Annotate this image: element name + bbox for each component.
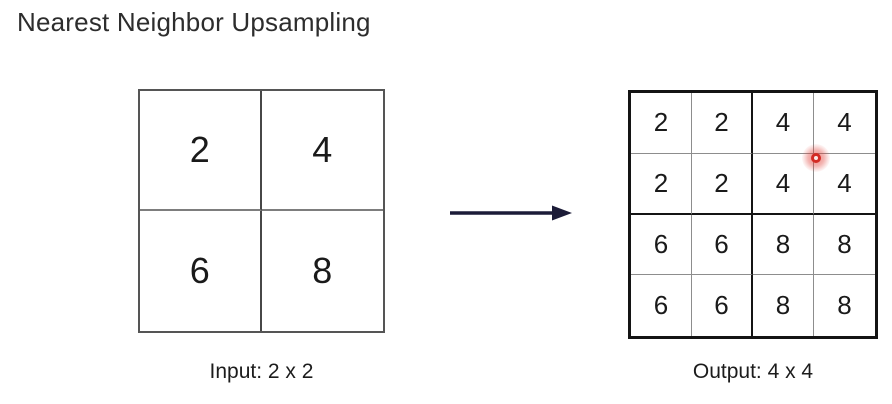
output-grid-cell: 2	[631, 153, 692, 215]
output-grid-cell: 2	[692, 93, 753, 154]
right-arrow-icon	[448, 202, 574, 224]
output-grid-cell: 2	[631, 93, 692, 154]
output-grid-cell: 8	[814, 215, 875, 276]
output-grid-cell: 2	[692, 153, 753, 215]
input-grid-cell: 2	[140, 91, 262, 211]
output-grid-cell: 4	[814, 154, 875, 215]
output-grid-cell: 4	[753, 153, 814, 215]
output-grid-cell: 6	[692, 214, 753, 276]
output-grid-cell: 4	[814, 93, 875, 154]
input-grid-cell: 8	[312, 250, 333, 291]
output-grid-cell: 8	[753, 214, 814, 276]
output-grid: 2 2 4 4 2 2 4 4 6 6 8 8 6 6 8 8	[628, 90, 878, 339]
page-title: Nearest Neighbor Upsampling	[17, 7, 371, 37]
input-grid: 2 4 6 8	[138, 89, 385, 333]
cursor-ring-icon	[811, 153, 821, 163]
output-grid-cell: 6	[631, 275, 692, 336]
input-grid-label: Input: 2 x 2	[209, 360, 314, 383]
output-grid-cell: 8	[837, 290, 852, 321]
output-grid-cell: 8	[753, 275, 814, 336]
output-grid-cell: 4	[753, 93, 814, 154]
output-grid-cell: 6	[692, 275, 753, 336]
input-grid-cell: 4	[261, 91, 383, 211]
output-grid-cell: 6	[631, 214, 692, 276]
input-grid-cell: 6	[140, 211, 262, 331]
output-grid-label: Output: 4 x 4	[692, 360, 814, 383]
